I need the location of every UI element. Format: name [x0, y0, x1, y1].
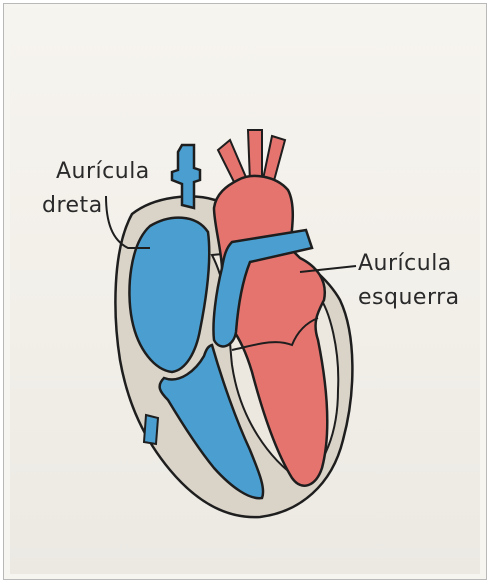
- label-left-atrium-line2: esquerra: [358, 285, 460, 310]
- inferior-vena-cava: [144, 415, 158, 444]
- label-right-atrium-line1: Aurícula: [56, 159, 150, 184]
- aortic-branch-middle: [248, 130, 262, 182]
- label-right-atrium-line2: dreta: [42, 193, 103, 218]
- label-left-atrium-line1: Aurícula: [358, 251, 452, 276]
